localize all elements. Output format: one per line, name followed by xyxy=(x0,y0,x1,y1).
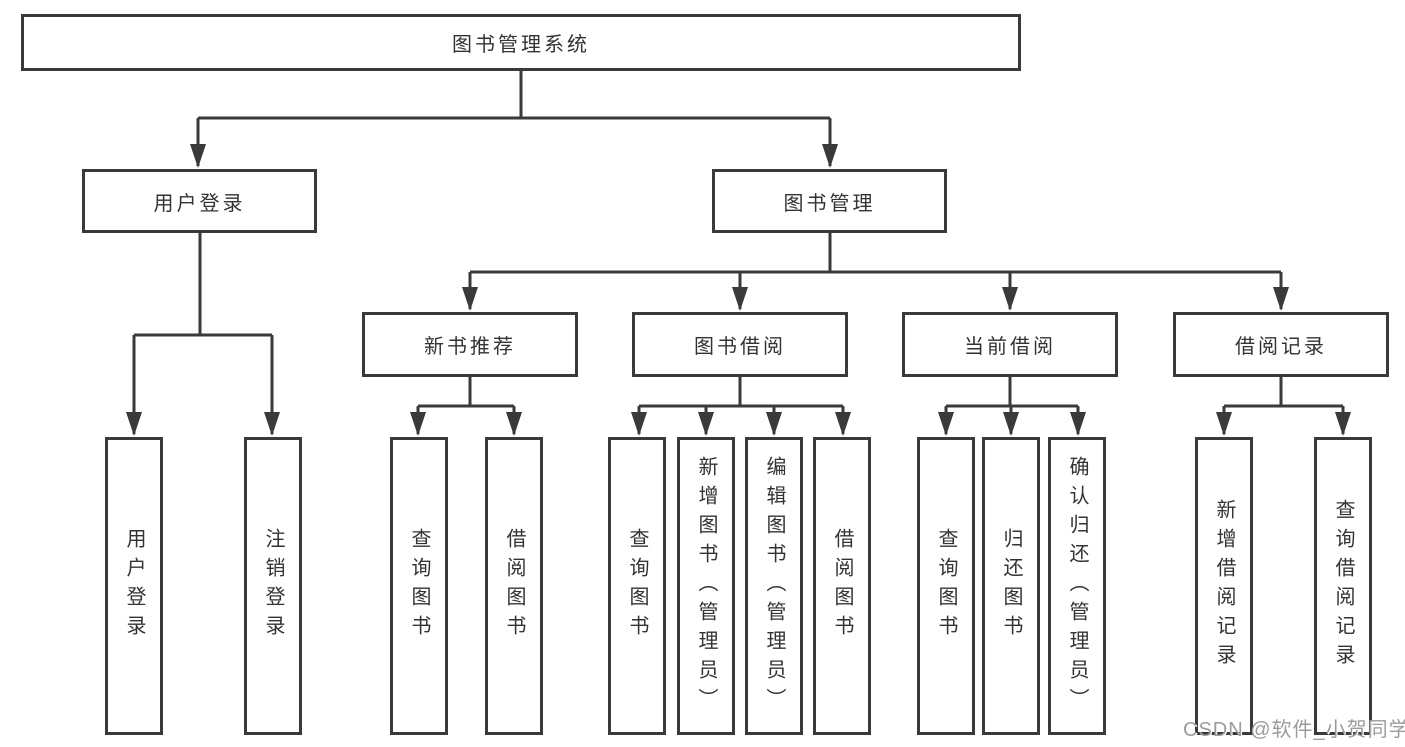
connector-book-management-to-level3 xyxy=(462,233,1289,311)
leaf-logout-login: 注销登录 xyxy=(244,437,302,735)
leaf-edit-book-admin: 编辑图书（管理员） xyxy=(745,437,803,735)
node-borrowing-records: 借阅记录 xyxy=(1173,312,1389,377)
leaf-query-books-newbook: 查询图书 xyxy=(390,437,448,735)
leaf-borrow-books-borrowing: 借阅图书 xyxy=(813,437,871,735)
leaf-user-login: 用户登录 xyxy=(105,437,163,735)
leaf-add-borrow-record: 新增借阅记录 xyxy=(1195,437,1253,735)
connector-root-to-level2 xyxy=(190,70,838,168)
node-book-management: 图书管理 xyxy=(712,169,947,233)
connector-current-borrowing-to-leaves xyxy=(938,377,1086,436)
leaf-query-books-current: 查询图书 xyxy=(917,437,975,735)
leaf-query-books-borrowing: 查询图书 xyxy=(608,437,666,735)
node-new-book-recommendation: 新书推荐 xyxy=(362,312,578,377)
leaf-return-books: 归还图书 xyxy=(982,437,1040,735)
csdn-watermark: CSDN @软件_小贺同学 xyxy=(1183,719,1405,741)
leaf-query-borrow-record: 查询借阅记录 xyxy=(1314,437,1372,735)
node-book-borrowing: 图书借阅 xyxy=(632,312,848,377)
node-library-management-system: 图书管理系统 xyxy=(21,14,1021,71)
leaf-confirm-return-admin: 确认归还（管理员） xyxy=(1048,437,1106,735)
node-current-borrowing: 当前借阅 xyxy=(902,312,1118,377)
connector-new-book-to-leaves xyxy=(410,377,522,436)
leaf-borrow-books-newbook: 借阅图书 xyxy=(485,437,543,735)
connector-user-login-to-leaves xyxy=(126,233,280,436)
connector-borrow-records-to-leaves xyxy=(1216,377,1351,436)
node-user-login: 用户登录 xyxy=(82,169,317,233)
connector-book-borrowing-to-leaves xyxy=(631,377,851,436)
leaf-add-book-admin: 新增图书（管理员） xyxy=(677,437,735,735)
